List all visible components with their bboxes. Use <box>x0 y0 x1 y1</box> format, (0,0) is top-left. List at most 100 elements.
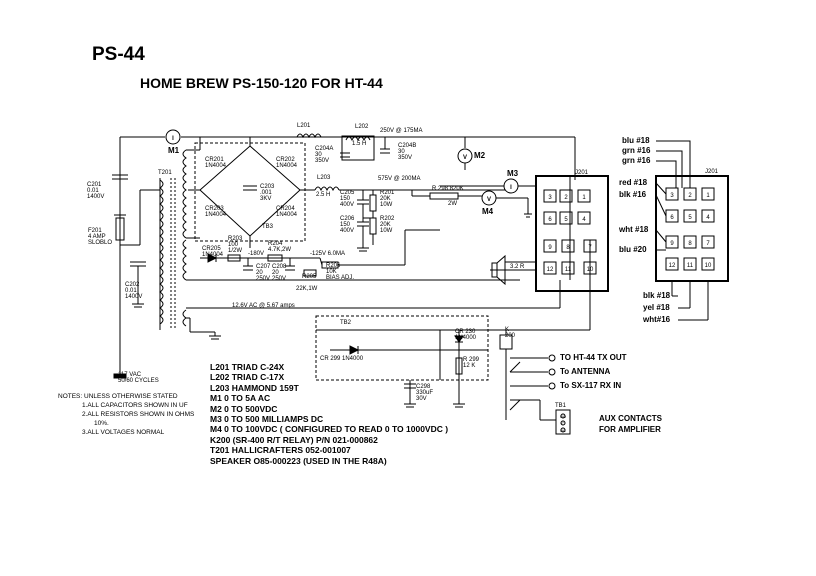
svg-text:2: 2 <box>688 193 692 199</box>
m1-label: M1 <box>168 146 180 155</box>
svg-text:10: 10 <box>587 267 594 273</box>
svg-text:NO: NO <box>560 414 566 419</box>
parts-item: L201 TRIAD C-24X <box>210 362 285 372</box>
svg-text:7: 7 <box>588 245 592 251</box>
parts-item: M4 0 TO 100VDC ( CONFIGURED TO READ 0 TO… <box>210 424 449 435</box>
svg-text:8: 8 <box>688 241 692 247</box>
svg-text:12: 12 <box>547 267 554 273</box>
tb2-box <box>315 315 489 381</box>
svg-text:9: 9 <box>670 241 674 247</box>
c205-label: C205 150 400V <box>340 190 355 208</box>
m2-label: M2 <box>474 151 486 160</box>
conn-antenna: To ANTENNA <box>560 367 611 376</box>
page-subtitle: HOME BREW PS-150-120 FOR HT-44 <box>140 75 383 91</box>
svg-text:C: C <box>562 421 565 426</box>
c203-label: C203 .001 3KV <box>260 184 275 202</box>
note-line: 1.ALL CAPACITORS SHOWN IN UF <box>82 402 188 409</box>
j201-socket-view <box>655 175 729 282</box>
svg-text:5: 5 <box>564 217 568 223</box>
wire-label: blu #20 <box>619 245 647 254</box>
wire-label: wht#16 <box>643 315 671 324</box>
c204b-label: C204B 30 350V <box>398 143 417 161</box>
jack-rx-in <box>548 382 556 390</box>
note-line: NOTES: UNLESS OTHERWISE STATED <box>58 393 178 400</box>
wire-label: grn #16 <box>622 146 651 155</box>
note-line: 2.ALL RESISTORS SHOWN IN OHMS <box>82 411 195 418</box>
svg-text:V: V <box>487 197 491 203</box>
j201-label: J201 <box>575 170 589 176</box>
meter-m1 <box>165 129 181 145</box>
svg-text:NC: NC <box>560 428 566 433</box>
note-line: 3.ALL VOLTAGES NORMAL <box>82 429 165 436</box>
c207-label: C207 20 250V <box>256 264 271 282</box>
svg-text:10: 10 <box>705 263 712 269</box>
r299-label: R 299 12 K <box>463 357 480 369</box>
parts-list: L201 TRIAD C-24X L202 TRIAD C-17X L203 H… <box>210 362 448 466</box>
l202-label: L202 <box>355 124 369 130</box>
cr204-label: CR204 1N4004 <box>276 206 298 218</box>
svg-text:1: 1 <box>582 195 586 201</box>
l201-label: L201 <box>297 123 311 129</box>
svg-text:12: 12 <box>669 263 676 269</box>
r205-label: R205 <box>302 274 317 280</box>
parts-item: T201 HALLICRAFTERS 052-001007 <box>210 445 351 456</box>
wire-label: blk #18 <box>643 291 671 300</box>
parts-item: L203 HAMMOND 159T <box>210 382 299 393</box>
r204-label: R204 4.7K,2W <box>268 241 292 253</box>
speaker-label: 3.2 R <box>510 264 525 270</box>
hv-label: 250V @ 175MA <box>380 128 423 134</box>
l203-value: 2.5 H <box>316 192 331 198</box>
ac-12v-label: 12.6V AC @ 5.67 amps <box>232 303 295 309</box>
parts-item: M2 0 TO 500VDC <box>210 403 278 414</box>
wire-label: blk #16 <box>619 190 647 199</box>
svg-text:11: 11 <box>565 267 572 273</box>
svg-text:11: 11 <box>687 263 694 269</box>
r202-label: R202 20K 10W <box>380 216 395 234</box>
svg-text:3: 3 <box>548 195 552 201</box>
svg-text:6: 6 <box>548 217 552 223</box>
c298-label: C298 330uF 30V <box>416 384 434 402</box>
cr205-label: CR205 1N4004 <box>202 246 224 258</box>
tb1-block <box>555 409 571 435</box>
r201-label: R201 20K 10W <box>380 190 395 208</box>
svg-text:4: 4 <box>582 217 586 223</box>
svg-text:8: 8 <box>566 245 570 251</box>
cr203-label: CR203 1N4004 <box>205 206 227 218</box>
aux-line: FOR AMPLIFIER <box>599 425 661 434</box>
j201b-label: J201 <box>705 169 719 175</box>
jack-tx-out <box>548 354 556 362</box>
c202-label: C202 0.01 1400V <box>125 282 143 300</box>
parts-item: M3 0 TO 500 MILLIAMPS DC <box>210 414 324 425</box>
c208-label: C208 20 250V <box>272 264 287 282</box>
tb3-label: TB3 <box>262 224 274 230</box>
c206-label: C206 150 400V <box>340 216 355 234</box>
tb2-label: TB2 <box>340 320 352 326</box>
parts-item: SPEAKER O85-000223 (USED IN THE R48A) <box>210 455 387 466</box>
v125-label: -125V 6.0MA <box>310 251 346 257</box>
wire-label: yel #18 <box>643 303 670 312</box>
r205-value: 22K,1W <box>296 286 318 292</box>
notes: NOTES: UNLESS OTHERWISE STATED 1.ALL CAP… <box>58 392 194 437</box>
svg-text:1: 1 <box>706 193 710 199</box>
wire-label: blu #18 <box>622 136 650 145</box>
tb3-box <box>194 142 306 242</box>
r206-label: R206 10K BIAS ADJ. <box>326 263 355 281</box>
cr202-label: CR202 1N4004 <box>276 157 298 169</box>
svg-text:9: 9 <box>548 245 552 251</box>
svg-text:V: V <box>463 155 467 161</box>
v180-label: -180V <box>248 251 265 257</box>
c201-label: C201 0.01 1400V <box>87 182 105 200</box>
svg-text:I: I <box>510 185 512 191</box>
r203-label: R203 100 1/2W <box>228 236 243 254</box>
l202-value: 1.5 H <box>352 141 367 147</box>
conn-rx-in: To SX-117 RX IN <box>560 381 622 390</box>
cr201-label: CR201 1N4004 <box>205 157 227 169</box>
svg-text:I: I <box>172 136 174 142</box>
conn-tx-out: TO HT-44 TX OUT <box>560 353 627 362</box>
tb1-label: TB1 <box>555 403 567 409</box>
jack-antenna <box>548 368 556 376</box>
svg-text:7: 7 <box>706 241 710 247</box>
parts-item: K200 (SR-400 R/T RELAY) P/N 021-000862 <box>210 434 378 445</box>
f201-label: F201 4 AMP SLOBLO <box>88 228 113 246</box>
